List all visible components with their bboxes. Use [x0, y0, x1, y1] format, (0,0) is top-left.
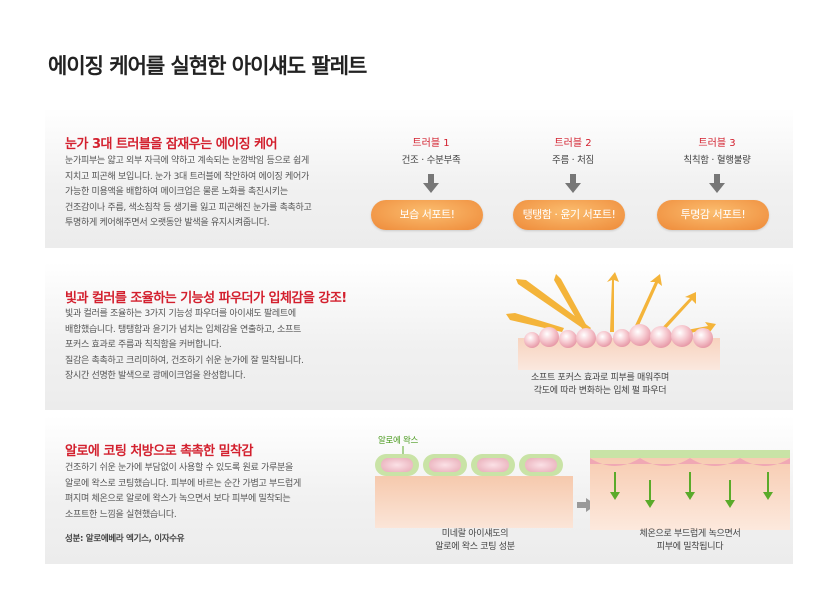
caption-left: 미네랄 아이섀도의 알로에 왁스 코팅 성분 — [390, 528, 560, 554]
trouble-desc: 칙칙함 · 혈행불량 — [683, 155, 751, 166]
section3-heading: 알로에 코팅 처방으로 촉촉한 밀착감 — [65, 444, 254, 459]
section2-heading: 빛과 컬러를 조율하는 기능성 파우더가 입체감을 강조! — [65, 291, 347, 306]
coated-particles — [375, 454, 563, 476]
section3-line: 소프트한 느낌을 실현했습니다. — [65, 509, 177, 520]
section1-line: 눈가피부는 얇고 외부 자극에 약하고 계속되는 눈깜박임 등으로 쉽게 — [65, 156, 309, 166]
section2-body: 빛과 컬러를 조율하는 3가지 기능성 파우더를 아이섀도 팔레트에 배합했습니… — [65, 307, 304, 385]
aloe-layer — [590, 450, 790, 458]
arrow-down-icon — [423, 174, 439, 193]
skin-layer — [375, 476, 573, 528]
trouble-desc: 건조 · 수분부족 — [401, 155, 461, 166]
section3-line: 알로에 왁스로 코팅했습니다. 피부에 바르는 순간 가볍고 부드럽게 — [65, 478, 301, 489]
trouble-desc: 주름 · 처짐 — [552, 155, 594, 166]
arrow-down-icon — [565, 174, 581, 193]
caption-line: 피부에 밀착됩니다 — [656, 542, 724, 552]
aloe-wax-label: 알로에 왁스 — [378, 436, 419, 446]
caption-line: 소프트 포커스 효과로 피부를 매워주며 — [531, 373, 669, 383]
ingredients: 성분: 알로에베라 엑기스, 이자수유 — [65, 534, 185, 544]
caption-line: 각도에 따라 변화하는 입체 펄 파우더 — [533, 386, 667, 396]
trouble-2: 트러블 2 주름 · 처짐 탱탱함 · 윤기 서포트! — [508, 138, 638, 230]
section1-body: 눈가피부는 얇고 외부 자극에 약하고 계속되는 눈깜박임 등으로 쉽게 지치고… — [65, 154, 312, 232]
trouble-3: 트러블 3 칙칙함 · 혈행불량 투명감 서포트! — [652, 138, 782, 230]
section3-body: 건조하기 쉬운 눈가에 부담없이 사용할 수 있도록 원료 가루분을 알로에 왁… — [65, 461, 301, 523]
trouble-title: 트러블 3 — [698, 138, 736, 149]
caption-line: 체온으로 부드럽게 녹으면서 — [639, 529, 741, 539]
caption-line: 알로에 왁스 코팅 성분 — [435, 542, 515, 552]
support-pill: 투명감 서포트! — [657, 200, 769, 230]
powder-particles — [524, 324, 713, 348]
powder-light-illustration — [506, 272, 720, 370]
section1-heading: 눈가 3대 트러블을 잠재우는 에이징 케어 — [65, 137, 278, 152]
section2-line: 포커스 효과로 주름과 칙칙함을 커버합니다. — [65, 340, 222, 350]
support-pill: 보습 서포트! — [371, 200, 483, 230]
section1-line: 지치고 피곤해 보입니다. 눈가 3대 트러블에 착안하여 에이징 케어가 — [65, 171, 309, 182]
melted-coating-illustration — [590, 450, 790, 530]
section1-line: 건조감이나 주름, 색소침착 등 생기를 잃고 피곤해진 눈가를 촉촉하고 — [65, 202, 312, 213]
section1-line: 투명하게 케어해주면서 오랫동안 발색을 유지시켜줍니다. — [65, 218, 270, 228]
section-functional-powder: 빛과 컬러를 조율하는 기능성 파우더가 입체감을 강조! 빛과 컬러를 조율하… — [45, 262, 793, 410]
light-rays — [506, 272, 716, 336]
section-eye-troubles: 눈가 3대 트러블을 잠재우는 에이징 케어 눈가피부는 얇고 외부 자극에 약… — [45, 108, 793, 248]
caption-right: 체온으로 부드럽게 녹으면서 피부에 밀착됩니다 — [605, 528, 775, 554]
page-title: 에이징 케어를 실현한 아이섀도 팔레트 — [48, 54, 367, 78]
section3-line: 건조하기 쉬운 눈가에 부담없이 사용할 수 있도록 원료 가루분을 — [65, 463, 293, 473]
section2-line: 질감은 촉촉하고 크리미하여, 건조하기 쉬운 눈가에 잘 밀착됩니다. — [65, 355, 304, 366]
section2-line: 장시간 선명한 발색으로 광메이크업을 완성합니다. — [65, 371, 246, 381]
trouble-1: 트러블 1 건조 · 수분부족 보습 서포트! — [366, 138, 496, 230]
section2-caption: 소프트 포커스 효과로 피부를 매워주며 각도에 따라 변화하는 입체 펄 파우… — [475, 372, 725, 398]
trouble-title: 트러블 2 — [554, 138, 592, 149]
absorb-arrows — [610, 472, 773, 508]
aloe-coating-illustration — [375, 446, 573, 528]
section1-line: 가능한 미용액을 배합하여 메이크업은 물론 노화를 촉진시키는 — [65, 187, 288, 197]
trouble-title: 트러블 1 — [412, 138, 450, 149]
section2-line: 빛과 컬러를 조율하는 3가지 기능성 파우더를 아이섀도 팔레트에 — [65, 309, 296, 319]
support-pill: 탱탱함 · 윤기 서포트! — [513, 200, 625, 230]
arrow-down-icon — [709, 174, 725, 193]
section-aloe-coating: 알로에 코팅 처방으로 촉촉한 밀착감 건조하기 쉬운 눈가에 부담없이 사용할… — [45, 416, 793, 564]
section2-line: 배합했습니다. 탱탱함과 윤기가 넘치는 입체감을 연출하고, 소프트 — [65, 324, 301, 335]
melted-powder — [590, 458, 790, 466]
section3-line: 펴지며 체온으로 알로에 왁스가 녹으면서 보다 피부에 밀착되는 — [65, 494, 291, 504]
caption-line: 미네랄 아이섀도의 — [441, 529, 509, 539]
